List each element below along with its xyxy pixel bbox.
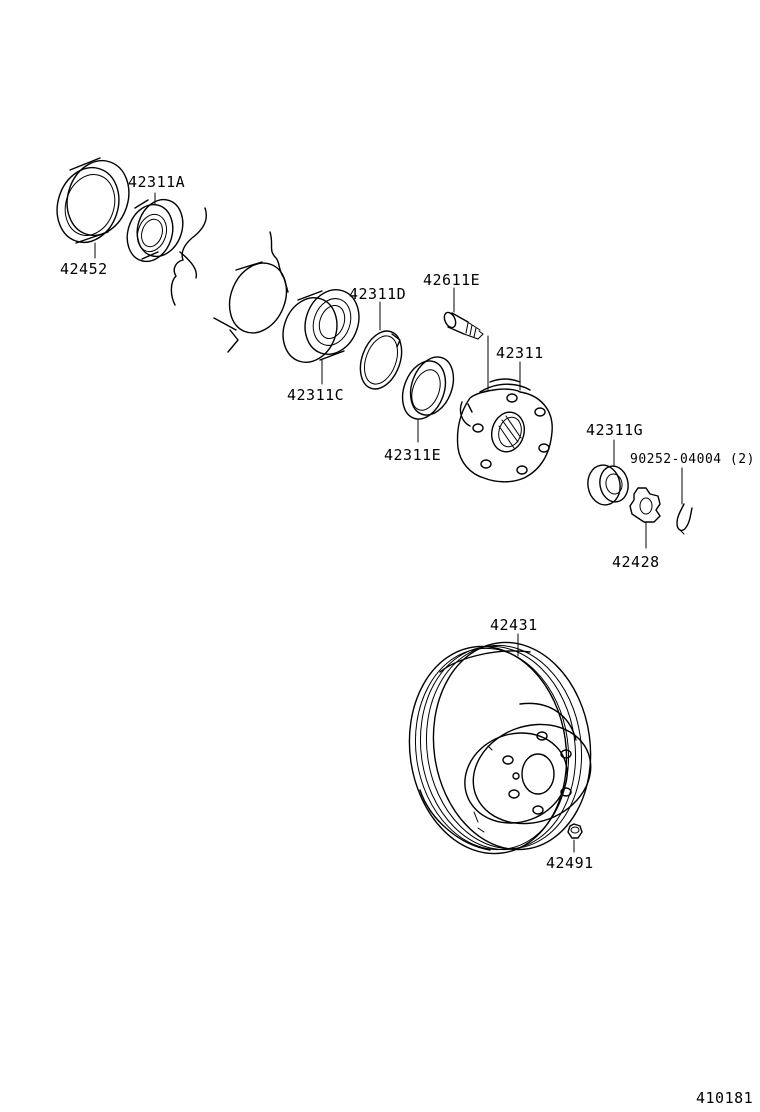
label-42311: 42311 <box>496 344 544 362</box>
part-42491-plug <box>567 823 583 839</box>
knuckle-housing <box>170 207 289 353</box>
leader-lines <box>94 192 683 853</box>
part-42452-dust-cover <box>56 157 130 244</box>
part-42311A-bearing <box>126 198 184 263</box>
label-42428: 42428 <box>612 553 660 571</box>
part-42431-brake-disc <box>408 641 592 855</box>
part-42611E-hub-bolt <box>443 311 484 340</box>
figure-id: 410181 <box>696 1089 753 1107</box>
label-90252-04004: 90252-04004 (2) <box>630 452 755 467</box>
part-42428-nut-lock-cap <box>629 487 661 523</box>
part-42311-axle-hub <box>456 378 553 483</box>
part-90252-cotter-pin <box>676 503 693 535</box>
label-42611E: 42611E <box>423 271 480 289</box>
part-labels: 42452 42311A 42311C 42311D 42611E 42311 … <box>60 173 755 1107</box>
part-42311D-snap-ring <box>359 330 403 390</box>
label-42431: 42431 <box>490 616 538 634</box>
label-42311C: 42311C <box>287 386 344 404</box>
part-42311C-bearing <box>282 289 360 363</box>
part-42311G-lock-nut <box>587 464 629 506</box>
label-42491: 42491 <box>546 854 594 872</box>
label-42452: 42452 <box>60 260 108 278</box>
label-42311G: 42311G <box>586 421 643 439</box>
label-42311A: 42311A <box>128 173 185 191</box>
part-42311E-seal <box>401 356 455 420</box>
label-42311E: 42311E <box>384 446 441 464</box>
label-42311D: 42311D <box>349 285 406 303</box>
